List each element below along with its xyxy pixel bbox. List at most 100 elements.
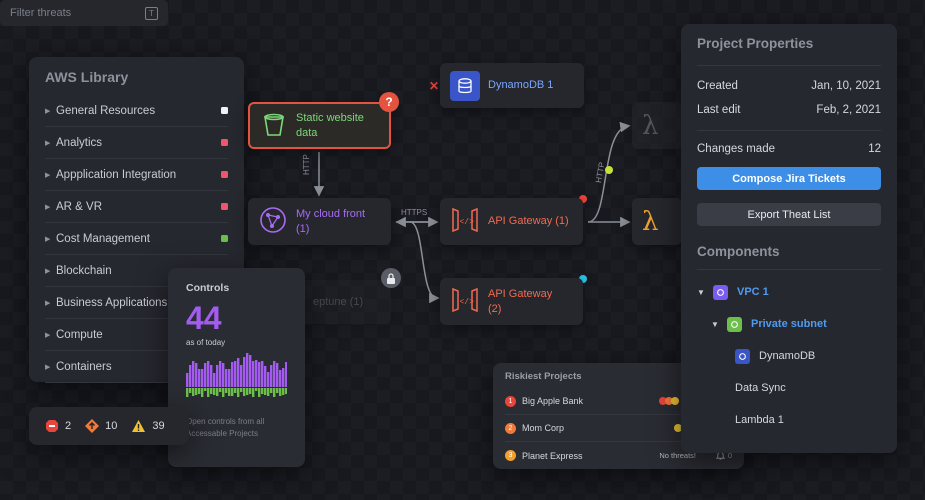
high-threats[interactable]: 10 <box>85 419 117 433</box>
changes-label: Changes made <box>697 143 775 155</box>
expand-arrow-icon[interactable]: ▶ <box>45 107 51 115</box>
sparkline-bar <box>267 372 270 387</box>
cloud-icon <box>713 284 728 300</box>
node-label: My cloud front (1) <box>296 207 366 235</box>
sparkline-bar <box>285 388 288 394</box>
medium-threats[interactable]: 39 <box>131 419 165 433</box>
component-item[interactable]: DynamoDB <box>697 340 881 372</box>
status-dot-green <box>605 166 613 174</box>
component-item[interactable]: ▼VPC 1 <box>697 276 881 308</box>
node-api-gateway-2[interactable]: </> API Gateway (2) <box>440 278 583 325</box>
sparkline-bar <box>219 361 222 387</box>
component-item[interactable]: ▼Private subnet <box>697 308 881 340</box>
export-threat-list-button[interactable]: Export Theat List <box>697 203 881 226</box>
expand-arrow-icon[interactable]: ▶ <box>45 139 51 147</box>
library-category[interactable]: ▶ AR & VR <box>45 191 228 223</box>
changes-row: Changes made 12 <box>697 143 881 155</box>
expand-arrow-icon[interactable]: ▶ <box>45 203 51 211</box>
library-category[interactable]: ▶ Blockchain <box>45 255 228 287</box>
controls-title: Controls <box>186 282 230 294</box>
library-category-label: Compute <box>56 328 103 341</box>
sparkline-bar <box>222 363 225 387</box>
sparkline-bar <box>213 388 216 395</box>
component-label: Lambda 1 <box>735 414 784 426</box>
collapse-arrow-icon[interactable]: ▼ <box>711 319 719 329</box>
svg-text:</>: </> <box>460 218 475 227</box>
library-category[interactable]: ▶General Resources <box>45 95 228 127</box>
node-dynamodb[interactable]: DynamoDB 1 <box>440 63 584 108</box>
sparkline-bar <box>270 388 273 393</box>
medium-mini-icon <box>671 397 680 405</box>
node-lambda-top[interactable]: λ <box>632 102 682 149</box>
controls-card[interactable]: Controls 44 as of today Open controls fr… <box>168 268 305 467</box>
network-icon <box>258 205 288 238</box>
filter-threats-input[interactable]: Filter threats T <box>0 0 168 26</box>
sparkline-bar <box>273 361 276 387</box>
sparkline-bar <box>246 388 249 395</box>
compose-jira-button[interactable]: Compose Jira Tickets <box>697 167 881 190</box>
riskiest-title: Riskiest Projects <box>505 371 582 382</box>
library-category[interactable]: ▶ Containers <box>45 351 228 383</box>
sparkline-bar <box>228 369 231 387</box>
library-category[interactable]: ▶ Business Applications <box>45 287 228 319</box>
component-item[interactable]: Data Sync <box>697 372 881 404</box>
node-api-gateway-1[interactable]: </> API Gateway (1) <box>440 198 583 245</box>
node-lambda[interactable]: λ <box>632 198 682 245</box>
sparkline-bar <box>252 388 255 397</box>
sparkline-bar <box>192 361 195 387</box>
expand-arrow-icon[interactable]: ▶ <box>45 235 51 243</box>
sparkline-bar <box>198 388 201 394</box>
sparkline-bar <box>282 388 285 395</box>
component-item[interactable]: Lambda 1 <box>697 404 881 436</box>
aws-library-list: ▶General Resources▶Analytics▶Appplicatio… <box>45 95 228 383</box>
sparkline-bar <box>282 368 285 387</box>
node-cloudfront[interactable]: My cloud front (1) <box>248 198 391 245</box>
sparkline-bar <box>204 388 207 391</box>
sparkline-bar <box>210 365 213 387</box>
expand-arrow-icon[interactable]: ▶ <box>45 171 51 179</box>
threat-count: No threats! <box>659 451 696 460</box>
library-category[interactable]: ▶ Compute <box>45 319 228 351</box>
library-category-label: Blockchain <box>56 264 112 277</box>
sparkline-bar <box>216 388 219 396</box>
expand-arrow-icon[interactable]: ▶ <box>45 363 51 371</box>
api-gateway-icon: </> <box>450 285 480 318</box>
expand-arrow-icon[interactable]: ▶ <box>45 331 51 339</box>
sparkline-bar <box>219 388 222 392</box>
sparkline-bar <box>255 360 258 387</box>
category-status-dot <box>221 235 228 242</box>
category-status-dot <box>221 139 228 146</box>
controls-note: Open controls from all Accessable Projec… <box>186 417 265 438</box>
sparkline-bar <box>258 362 261 387</box>
critical-threats[interactable]: 2 <box>45 419 71 433</box>
expand-arrow-icon[interactable]: ▶ <box>45 267 51 275</box>
library-category-label: AR & VR <box>56 200 103 213</box>
help-badge-icon[interactable]: ? <box>379 92 399 112</box>
node-label: Static website data <box>296 111 364 139</box>
sparkline-bar <box>276 363 279 387</box>
library-category-label: Containers <box>56 360 112 373</box>
api-gateway-icon: </> <box>450 205 480 238</box>
component-label: Data Sync <box>735 382 786 394</box>
node-static-website[interactable]: Static website data ? <box>248 92 399 149</box>
controls-subtitle: as of today <box>186 338 226 347</box>
project-name: Mom Corp <box>522 423 565 433</box>
collapse-arrow-icon[interactable]: ▼ <box>697 287 705 297</box>
medium-icon <box>132 420 146 432</box>
library-category-label: Business Applications <box>56 296 168 309</box>
sparkline-bar <box>243 388 246 396</box>
category-status-dot <box>221 203 228 210</box>
sparkline-bar <box>234 388 237 393</box>
last-edit-row: Last edit Feb, 2, 2021 <box>697 104 881 116</box>
sparkline-bar <box>189 365 192 387</box>
edge-label-http: HTTP <box>302 154 311 175</box>
library-category[interactable]: ▶Appplication Integration <box>45 159 228 191</box>
alert-count: 0 <box>727 451 732 460</box>
sparkline-bar <box>210 388 213 394</box>
sparkline-bar <box>192 388 195 396</box>
expand-arrow-icon[interactable]: ▶ <box>45 299 51 307</box>
sparkline-bar <box>237 358 240 387</box>
library-category[interactable]: ▶Cost Management <box>45 223 228 255</box>
library-category[interactable]: ▶Analytics <box>45 127 228 159</box>
